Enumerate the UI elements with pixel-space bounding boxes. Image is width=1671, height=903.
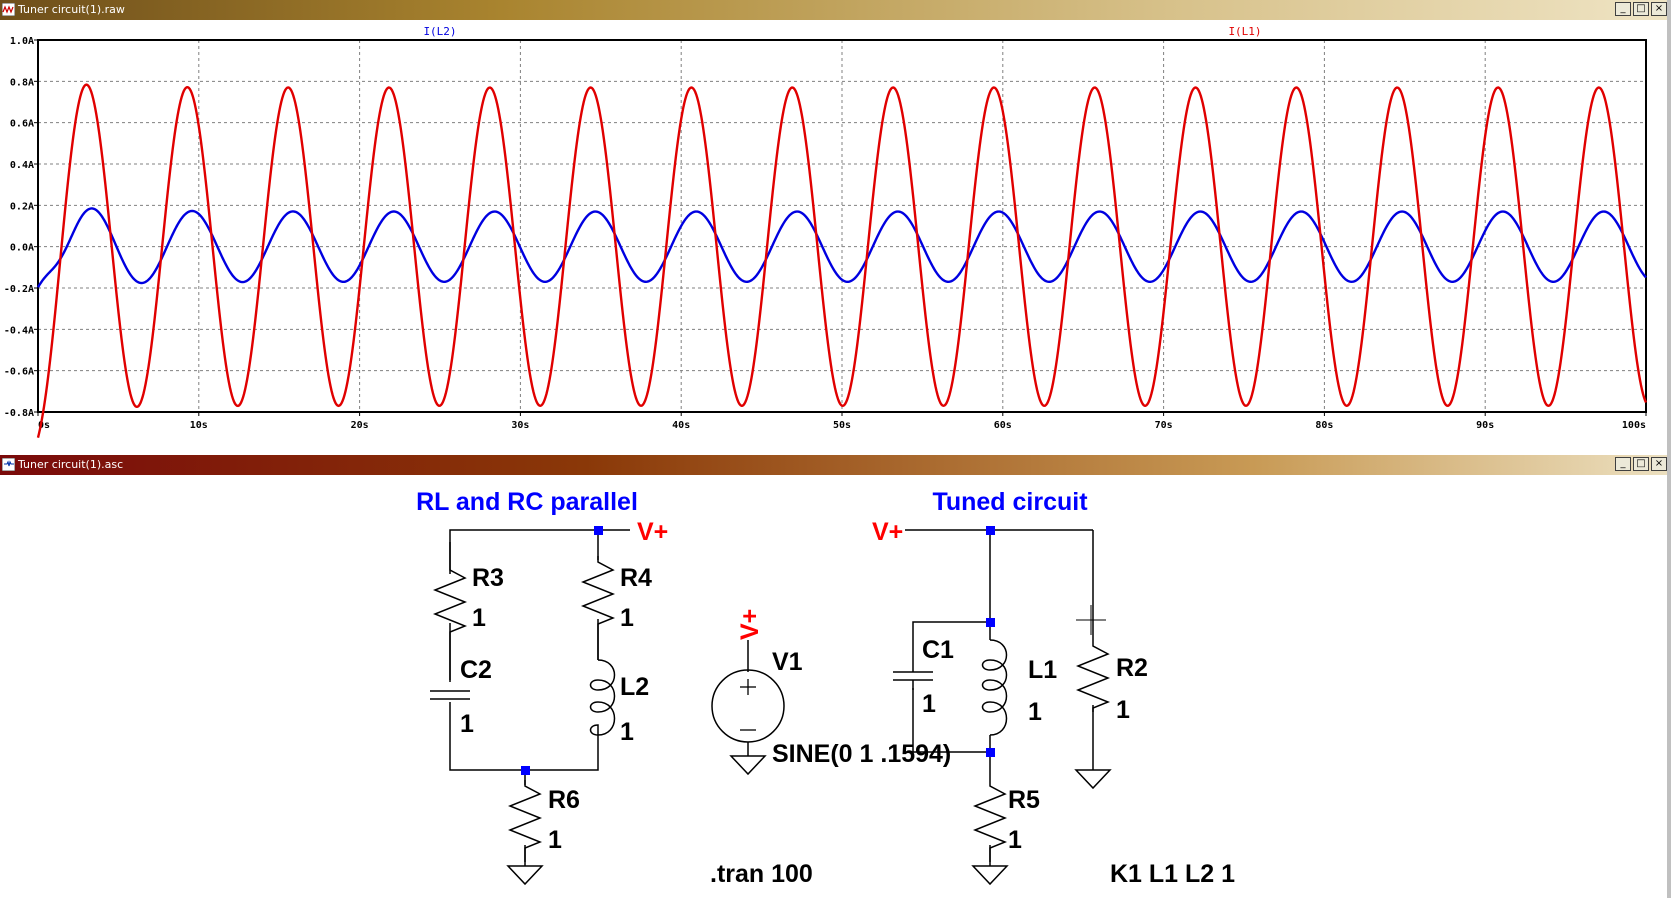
resistor-r3[interactable] [432, 565, 468, 636]
plot-close-button[interactable]: × [1651, 2, 1667, 16]
trace-label-l2[interactable]: I(L2) [423, 25, 456, 38]
r5-value[interactable]: 1 [1008, 826, 1022, 854]
y-tick-label: 0.6A [10, 119, 34, 130]
x-tick-label: 50s [833, 420, 851, 431]
x-tick-label: 0s [38, 420, 50, 431]
directive-tran[interactable]: .tran 100 [710, 860, 813, 888]
right-circuit-wires [905, 529, 1094, 862]
voltage-source-v1[interactable] [711, 640, 785, 776]
net-label-vplus-source[interactable]: V+ [736, 609, 764, 640]
schematic-window-icon [2, 458, 15, 471]
schematic-minimize-button[interactable]: _ [1615, 457, 1631, 471]
x-axis: 0s 10s 20s 30s 40s 50s 60s 70s 80s 90s 100s [37, 412, 1647, 431]
x-tick-label: 10s [190, 420, 208, 431]
junction-right-bottom [986, 748, 995, 757]
waveform-plot-pane[interactable]: 1.0A 0.8A 0.6A 0.4A 0.2A 0.0A -0.2A -0.4A -0.6A -… [0, 20, 1671, 450]
plot-window-titlebar[interactable]: Tuner circuit(1).raw _ □ × [0, 0, 1671, 20]
r4-name[interactable]: R4 [620, 564, 652, 592]
schematic-window-title: Tuner circuit(1).asc [18, 458, 124, 471]
r4-value[interactable]: 1 [620, 604, 634, 632]
l2-value[interactable]: 1 [620, 718, 634, 746]
x-tick-label: 100s [1622, 420, 1646, 431]
y-tick-label: 0.0A [10, 243, 34, 254]
junction-right-mid [986, 618, 995, 627]
y-tick-label: 0.4A [10, 160, 34, 171]
c2-value[interactable]: 1 [460, 710, 474, 738]
junction-left-bottom [521, 766, 530, 775]
ground-symbol-r5 [971, 852, 1009, 886]
trace-label-l1[interactable]: I(L1) [1228, 25, 1261, 38]
x-tick-label: 70s [1155, 420, 1173, 431]
c1-value[interactable]: 1 [922, 690, 936, 718]
l1-name[interactable]: L1 [1028, 656, 1057, 684]
net-label-vplus-right[interactable]: V+ [872, 518, 903, 546]
window-right-edge [1667, 0, 1671, 898]
net-label-vplus-left[interactable]: V+ [637, 518, 668, 546]
y-tick-label: 0.2A [10, 201, 34, 212]
ground-symbol-r2 [1074, 765, 1112, 790]
x-tick-label: 90s [1476, 420, 1494, 431]
schematic-restore-button[interactable]: □ [1633, 457, 1649, 471]
waveform-chart[interactable]: 1.0A 0.8A 0.6A 0.4A 0.2A 0.0A -0.2A -0.4A -0.6A -… [0, 20, 1671, 450]
plot-minimize-button[interactable]: _ [1615, 2, 1631, 16]
capacitor-c2[interactable] [430, 690, 470, 700]
y-axis: 1.0A 0.8A 0.6A 0.4A 0.2A 0.0A -0.2A -0.4A -0.6A -… [4, 36, 38, 419]
plot-window-title: Tuner circuit(1).raw [18, 3, 125, 16]
c1-name[interactable]: C1 [922, 636, 954, 664]
crosshair-cursor-icon [1076, 605, 1106, 635]
plot-grid [38, 40, 1646, 412]
r2-value[interactable]: 1 [1116, 696, 1130, 724]
y-tick-label: -0.4A [4, 325, 34, 336]
inductor-l2[interactable] [589, 659, 616, 760]
schematic-title-rl-rc[interactable]: RL and RC parallel [416, 488, 638, 516]
schematic-title-tuned[interactable]: Tuned circuit [932, 488, 1088, 516]
schematic-close-button[interactable]: × [1651, 457, 1667, 471]
y-tick-label: -0.2A [4, 284, 34, 295]
x-tick-label: 40s [672, 420, 690, 431]
l1-value[interactable]: 1 [1028, 698, 1042, 726]
capacitor-c1[interactable] [893, 671, 933, 681]
schematic-window-titlebar[interactable]: Tuner circuit(1).asc _ □ × [0, 455, 1671, 475]
inductor-l1[interactable] [981, 639, 1008, 736]
resistor-r6[interactable] [507, 780, 543, 852]
series-trace-l1[interactable] [36, 83, 1648, 438]
r6-name[interactable]: R6 [548, 786, 580, 814]
series-trace-l2[interactable] [36, 207, 1647, 288]
schematic-canvas[interactable]: RL and RC parallel Tuned circuit R3 1 C2 [0, 478, 1671, 898]
directive-k1[interactable]: K1 L1 L2 1 [1110, 860, 1235, 888]
x-tick-label: 30s [511, 420, 529, 431]
r2-name[interactable]: R2 [1116, 654, 1148, 682]
y-tick-label: -0.8A [4, 408, 34, 419]
r3-value[interactable]: 1 [472, 604, 486, 632]
ground-symbol-r6 [506, 852, 544, 886]
v1-value[interactable]: SINE(0 1 .1594) [772, 740, 951, 768]
junction-right-top [986, 526, 995, 535]
resistor-r2[interactable] [1075, 640, 1111, 712]
y-tick-label: 1.0A [10, 36, 34, 47]
x-tick-label: 80s [1315, 420, 1333, 431]
c2-name[interactable]: C2 [460, 656, 492, 684]
plot-restore-button[interactable]: □ [1633, 2, 1649, 16]
resistor-r4[interactable] [580, 556, 616, 630]
r6-value[interactable]: 1 [548, 826, 562, 854]
junction-left-top [594, 526, 603, 535]
l2-name[interactable]: L2 [620, 673, 649, 701]
resistor-r5[interactable] [972, 780, 1008, 852]
waveform-window-icon [2, 3, 15, 16]
y-tick-label: -0.6A [4, 367, 34, 378]
v1-name[interactable]: V1 [772, 648, 803, 676]
r5-name[interactable]: R5 [1008, 786, 1040, 814]
x-tick-label: 20s [351, 420, 369, 431]
schematic-pane[interactable]: RL and RC parallel Tuned circuit R3 1 C2 [0, 478, 1671, 898]
series-layer [36, 83, 1648, 438]
x-tick-label: 60s [994, 420, 1012, 431]
y-tick-label: 0.8A [10, 77, 34, 88]
r3-name[interactable]: R3 [472, 564, 504, 592]
